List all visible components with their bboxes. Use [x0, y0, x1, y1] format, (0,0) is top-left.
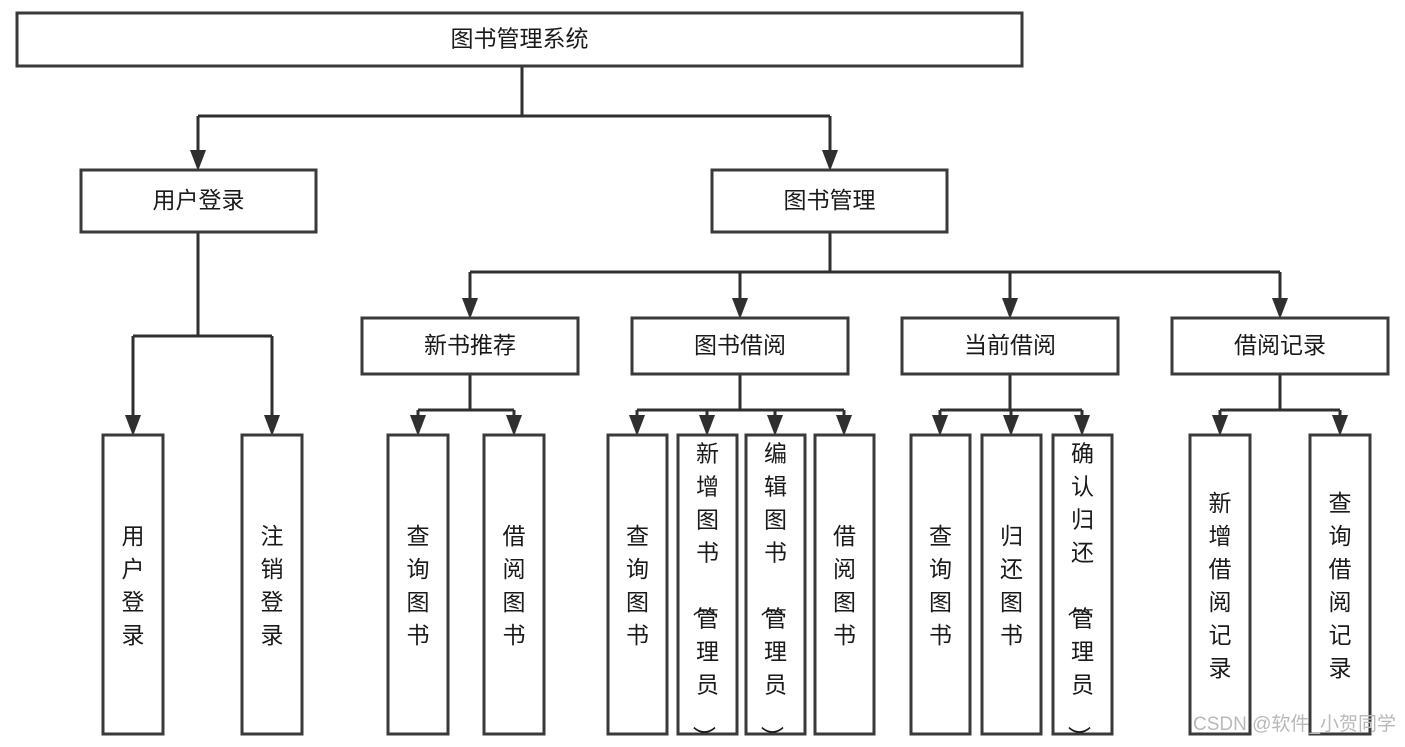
node-label: 查询图书: [407, 523, 430, 648]
arrow-head-icon: [190, 150, 206, 171]
arrow-head-icon: [767, 415, 783, 436]
node-label: 注销登录: [261, 523, 284, 648]
node-label: 确认归还（管理员）: [1066, 441, 1094, 747]
node-box[interactable]: [676, 433, 739, 736]
arrow-head-icon: [1074, 415, 1090, 436]
node-current-borrow[interactable]: 当前借阅: [900, 316, 1120, 376]
arrow-head-icon: [1272, 298, 1288, 319]
node-label: 用户登录: [153, 187, 245, 213]
arrow-head-icon: [732, 298, 748, 319]
arrow-head-icon: [1212, 415, 1228, 436]
node-label: 借阅图书: [833, 523, 856, 648]
node-leaf-confirm-return[interactable]: 确认归还（管理员）: [1051, 433, 1114, 747]
node-leaf-query-book-2[interactable]: 查询图书: [606, 433, 669, 736]
arrow-head-icon: [410, 415, 426, 436]
node-leaf-user-logout[interactable]: 注销登录: [240, 433, 304, 736]
node-box[interactable]: [909, 433, 972, 736]
node-leaf-user-login[interactable]: 用户登录: [101, 433, 165, 736]
node-box[interactable]: [482, 433, 546, 736]
arrow-head-icon: [836, 415, 852, 436]
node-leaf-query-book-1[interactable]: 查询图书: [386, 433, 450, 736]
node-leaf-add-book[interactable]: 新增图书（管理员）: [676, 433, 739, 747]
node-borrow-record[interactable]: 借阅记录: [1170, 316, 1390, 376]
node-book-borrow[interactable]: 图书借阅: [630, 316, 850, 376]
connector-group-current-borrow: [932, 374, 1090, 436]
node-box[interactable]: [606, 433, 669, 736]
node-label: 用户登录: [122, 523, 145, 648]
connector-group-book-manage: [462, 232, 1288, 319]
node-box[interactable]: [1051, 433, 1114, 736]
node-leaf-query-record[interactable]: 查询借阅记录: [1308, 433, 1372, 736]
node-label: 新增借阅记录: [1209, 490, 1232, 681]
node-box[interactable]: [360, 316, 580, 376]
node-box[interactable]: [813, 433, 876, 736]
connector-group-new-book-recommend: [410, 374, 522, 436]
node-box[interactable]: [386, 433, 450, 736]
connector-group-book-borrow: [629, 374, 852, 436]
arrow-head-icon: [125, 415, 141, 436]
connector-layer: [125, 66, 1348, 436]
arrow-head-icon: [506, 415, 522, 436]
node-box[interactable]: [240, 433, 304, 736]
node-box[interactable]: [101, 433, 165, 736]
node-label: 查询借阅记录: [1329, 490, 1352, 681]
node-label: 编辑图书（管理员）: [759, 441, 787, 747]
arrow-head-icon: [1003, 415, 1019, 436]
node-label: 图书管理系统: [451, 26, 589, 52]
node-leaf-return-book[interactable]: 归还图书: [980, 433, 1043, 736]
node-leaf-add-record[interactable]: 新增借阅记录: [1188, 433, 1252, 736]
node-label: 新书推荐: [424, 332, 516, 358]
node-box[interactable]: [79, 168, 318, 234]
arrow-head-icon: [932, 415, 948, 436]
node-box[interactable]: [710, 168, 949, 234]
node-box[interactable]: [900, 316, 1120, 376]
connector-group-root: [190, 66, 838, 171]
connector-group-borrow-record: [1212, 374, 1348, 436]
node-box[interactable]: [1308, 433, 1372, 736]
node-leaf-edit-book[interactable]: 编辑图书（管理员）: [744, 433, 807, 747]
node-label: 当前借阅: [964, 332, 1056, 358]
node-book-manage[interactable]: 图书管理: [710, 168, 949, 234]
node-box[interactable]: [744, 433, 807, 736]
arrow-head-icon: [822, 150, 838, 171]
node-new-book-recommend[interactable]: 新书推荐: [360, 316, 580, 376]
node-leaf-query-book-3[interactable]: 查询图书: [909, 433, 972, 736]
node-box[interactable]: [630, 316, 850, 376]
node-box[interactable]: [1188, 433, 1252, 736]
node-label: 借阅记录: [1234, 332, 1326, 358]
node-label: 新增图书（管理员）: [691, 441, 719, 747]
connector-group-user-login: [125, 232, 280, 436]
node-root[interactable]: 图书管理系统: [15, 11, 1024, 68]
node-label: 查询图书: [626, 523, 649, 648]
node-leaf-borrow-book-1[interactable]: 借阅图书: [482, 433, 546, 736]
arrow-head-icon: [1332, 415, 1348, 436]
node-label: 查询图书: [929, 523, 952, 648]
node-box[interactable]: [1170, 316, 1390, 376]
node-label: 归还图书: [1000, 523, 1023, 648]
node-leaf-borrow-book-2[interactable]: 借阅图书: [813, 433, 876, 736]
arrow-head-icon: [1002, 298, 1018, 319]
node-label: 借阅图书: [503, 523, 526, 648]
node-user-login[interactable]: 用户登录: [79, 168, 318, 234]
csdn-watermark: CSDN @软件_小贺同学: [1193, 713, 1396, 735]
node-box[interactable]: [15, 11, 1024, 68]
arrow-head-icon: [462, 298, 478, 319]
arrow-head-icon: [264, 415, 280, 436]
node-box[interactable]: [980, 433, 1043, 736]
node-label: 图书管理: [784, 187, 876, 213]
arrow-head-icon: [699, 415, 715, 436]
arrow-head-icon: [629, 415, 645, 436]
node-label: 图书借阅: [694, 332, 786, 358]
node-layer: 图书管理系统用户登录图书管理新书推荐图书借阅当前借阅借阅记录用户登录注销登录查询…: [15, 11, 1390, 747]
